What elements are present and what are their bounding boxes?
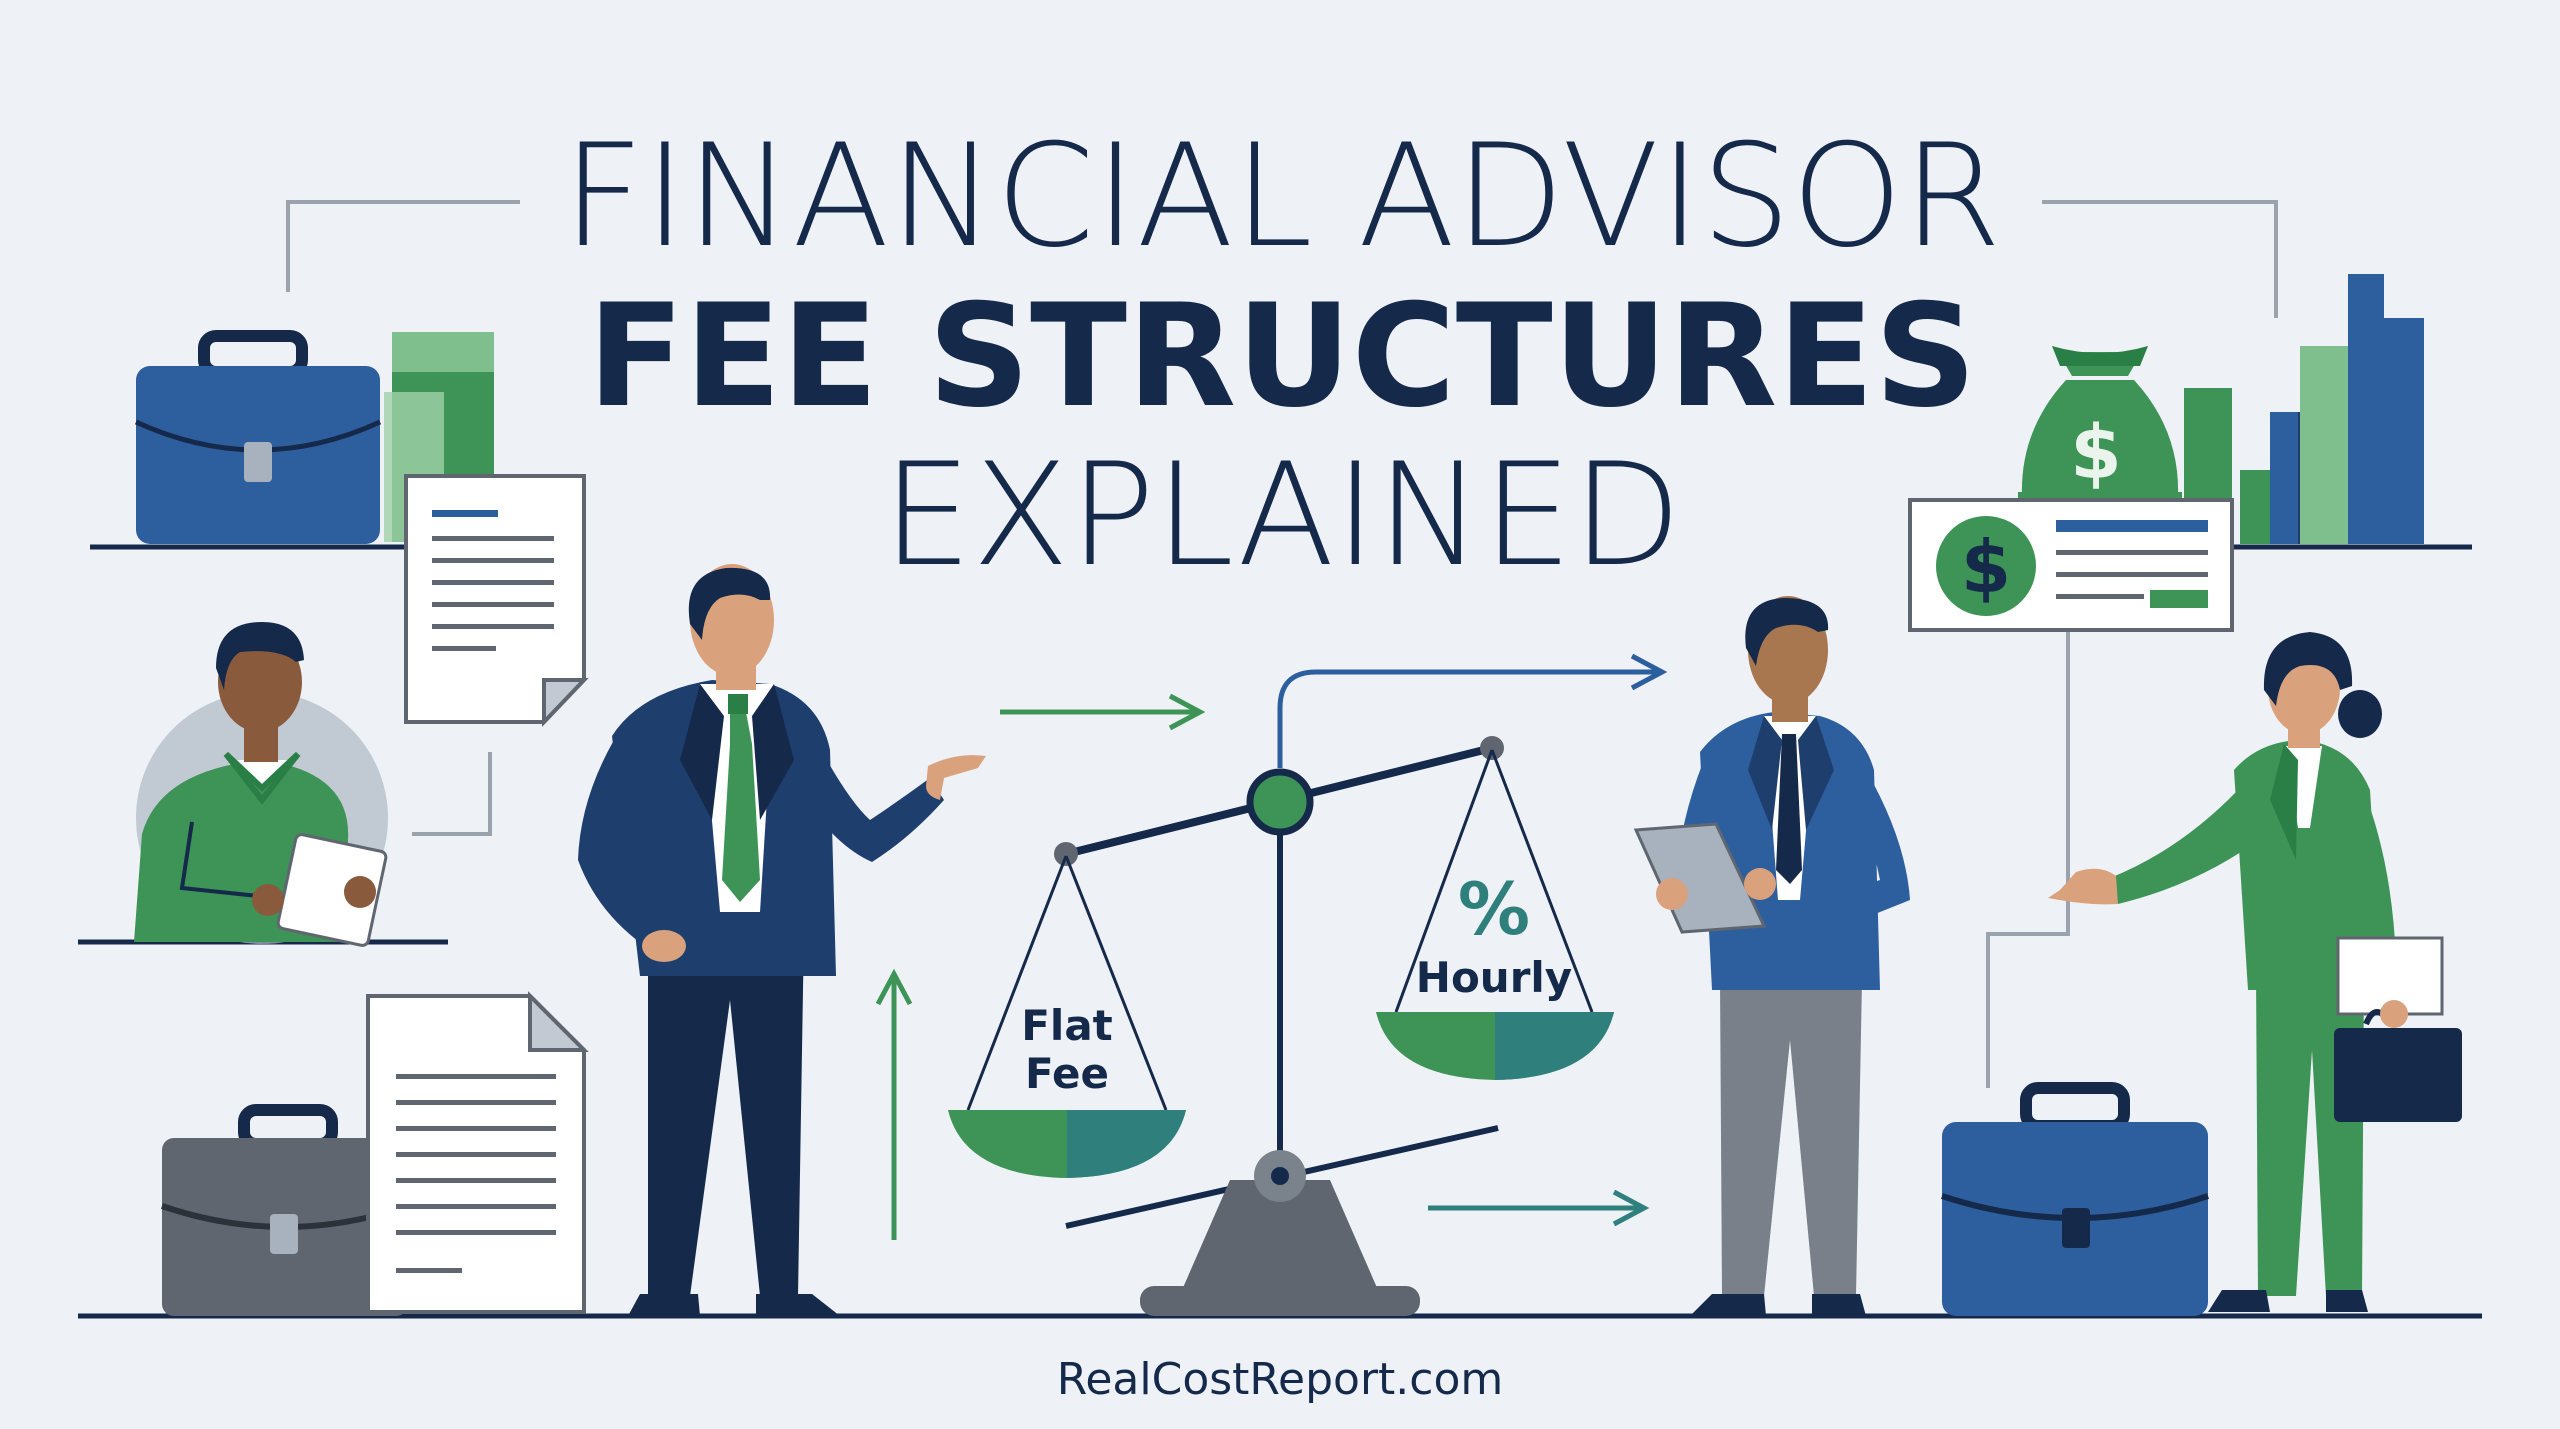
teal-arrows [1428,1189,1650,1227]
hourly-label: Hourly [1416,953,1572,1002]
title-line-2: FEE STRUCTURES [587,274,1976,439]
client-woman-person [2048,632,2462,1312]
flat-fee-label-line-2: Fee [1025,1049,1109,1098]
flat-fee-label-line-1: Flat [1021,1001,1113,1050]
gray-briefcase-icon [161,1104,409,1316]
title-line-3: EXPLAINED [882,433,1681,598]
title-line-1: FINANCIAL ADVISOR [562,114,2001,279]
money-bag-dollar-symbol: $ [2070,410,2122,496]
large-document-icon [366,991,589,1314]
card-dollar-symbol: $ [1961,525,2011,609]
balance-scale [948,736,1614,1316]
advisor-person [578,564,986,1316]
percent-symbol: % [1458,867,1530,951]
green-arrows [875,693,1206,1240]
seated-client-person [134,622,388,947]
blue-briefcase-icon [1941,1082,2209,1316]
advisor-with-tablet-person [1633,596,1910,1316]
bar-chart-icon [2184,274,2424,544]
briefcase-icon [134,330,382,544]
payment-card-icon [1908,498,2234,632]
connector-lines [286,200,2278,1088]
site-url[interactable]: RealCostReport.com [1057,1354,1504,1405]
blue-connector-arrow [1277,653,1668,768]
document-icon [404,474,589,727]
